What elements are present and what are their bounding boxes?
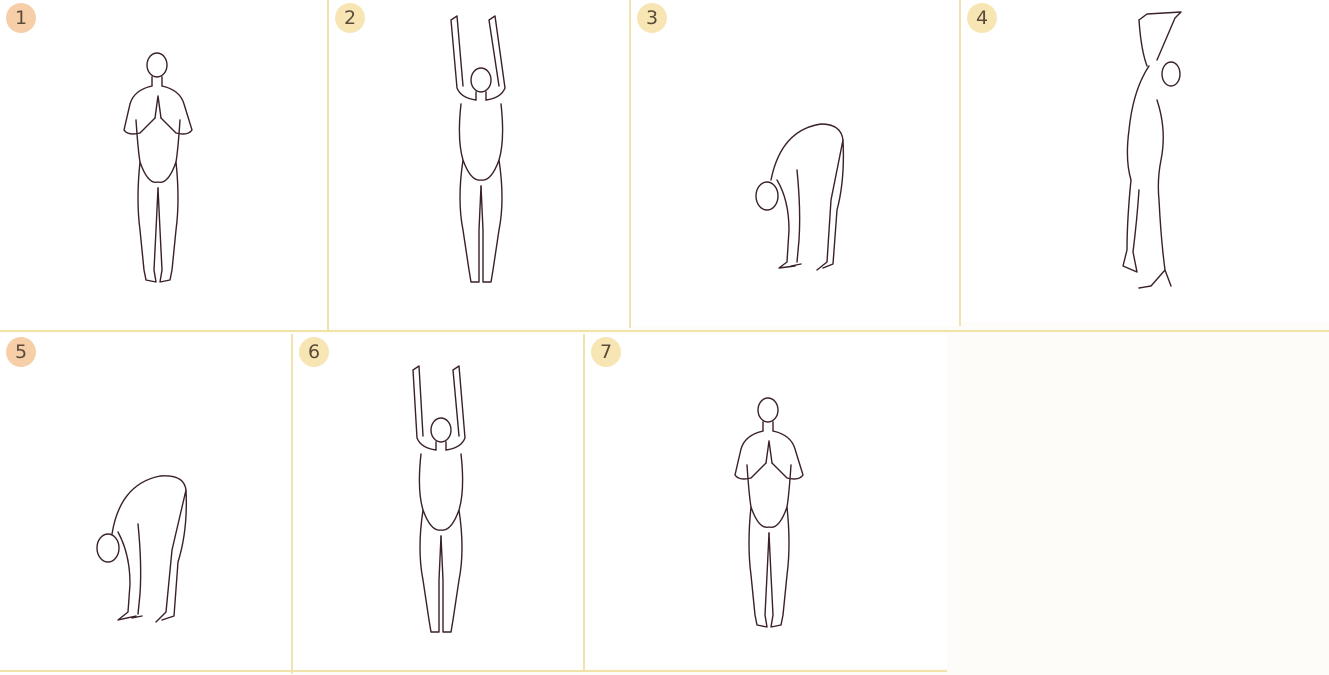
step-panel-7: 7 [585, 334, 947, 668]
forward-bend-figure [631, 0, 959, 326]
divider [0, 330, 1329, 332]
step-panel-3: 3 [631, 0, 959, 326]
back-bend-side-figure [961, 0, 1329, 322]
step-panel-2: 2 [329, 0, 629, 328]
forward-bend-figure [0, 334, 291, 674]
divider [0, 670, 947, 672]
step-panel-5: 5 [0, 334, 291, 674]
prayer-standing-figure [585, 334, 947, 668]
prayer-standing-figure [0, 0, 327, 330]
arms-raised-figure [329, 0, 629, 328]
arms-raised-figure [293, 334, 583, 672]
step-panel-6: 6 [293, 334, 583, 672]
step-panel-4: 4 [961, 0, 1329, 322]
step-panel-1: 1 [0, 0, 327, 330]
